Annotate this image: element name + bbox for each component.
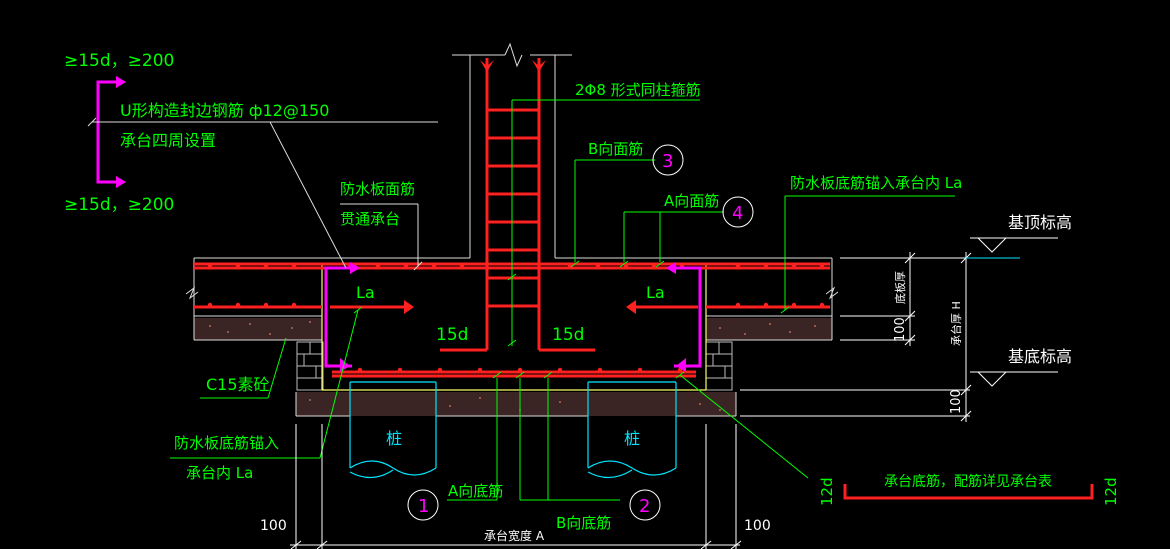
label-b-top-bar: B向面筋	[588, 140, 643, 158]
marker-4: 4	[732, 203, 743, 224]
leader-lines	[170, 99, 955, 501]
label-a-bottom-bar: A向底筋	[448, 482, 503, 500]
label-pile-right: 桩	[624, 429, 640, 448]
c15-concrete-layer	[194, 318, 832, 416]
structure-outline	[193, 42, 833, 417]
label-12d-left: 12d	[818, 477, 836, 506]
label-cap-thickness: 承台厚 H	[949, 301, 963, 346]
label-stirrup: 2Φ8 形式同柱箍筋	[575, 81, 701, 99]
pile-left	[349, 381, 437, 479]
rebar-group	[194, 58, 830, 378]
legend-top-spec: ≥15d，≥200	[64, 51, 174, 71]
label-bottom-elevation: 基底标高	[1008, 347, 1072, 366]
marker-circles	[407, 144, 754, 521]
label-b-bottom-bar: B向底筋	[556, 514, 611, 532]
label-12d-right: 12d	[1102, 477, 1120, 506]
label-waterproof-bottom-left-2: 承台内 La	[186, 464, 253, 482]
label-slab-thickness: 底板厚	[893, 271, 907, 304]
marker-1: 1	[418, 496, 429, 517]
label-cap-width: 承台宽度 A	[484, 528, 545, 543]
marker-3: 3	[662, 151, 673, 172]
dimension-lines	[290, 237, 1058, 549]
label-15d-right: 15d	[552, 325, 584, 345]
label-pile-left: 桩	[386, 429, 402, 448]
leader-lines-white	[87, 117, 438, 271]
cap-outline-yellow	[321, 265, 707, 391]
dim-100-slab: 100	[893, 317, 908, 342]
u-bar-note: 承台四周设置	[120, 131, 216, 150]
cap-bottom-bar-legend	[843, 484, 1094, 500]
pile-right	[587, 381, 677, 479]
label-through-cap: 贯通承台	[340, 210, 400, 228]
label-top-elevation: 基顶标高	[1008, 213, 1072, 232]
label-la-left: La	[356, 283, 375, 302]
u-bar-edge-rebar	[96, 80, 702, 368]
label-a-top-bar: A向面筋	[664, 192, 719, 210]
brick-wall-left	[296, 341, 324, 391]
label-waterproof-bottom-anchor: 防水板底筋锚入承台内 La	[790, 174, 962, 192]
legend-bottom-spec: ≥15d，≥200	[64, 195, 174, 215]
u-bar-label: U形构造封边钢筋 ф12@150	[120, 101, 329, 120]
label-c15: C15素砼	[206, 375, 270, 394]
dim-100-left: 100	[260, 518, 287, 534]
marker-2: 2	[639, 496, 650, 517]
label-waterproof-top: 防水板面筋	[340, 180, 415, 198]
label-la-right: La	[646, 283, 665, 302]
rebar-dots	[207, 263, 825, 373]
label-15d-left: 15d	[436, 325, 468, 345]
dim-100-bottom-right: 100	[949, 389, 964, 414]
break-symbols	[185, 286, 839, 300]
rebar-arrows	[404, 60, 636, 314]
label-waterproof-bottom-left-1: 防水板底筋锚入	[174, 434, 279, 452]
dim-100-right-bottom: 100	[744, 518, 771, 534]
label-cap-bottom-note: 承台底筋，配筋详见承台表	[884, 473, 1052, 490]
